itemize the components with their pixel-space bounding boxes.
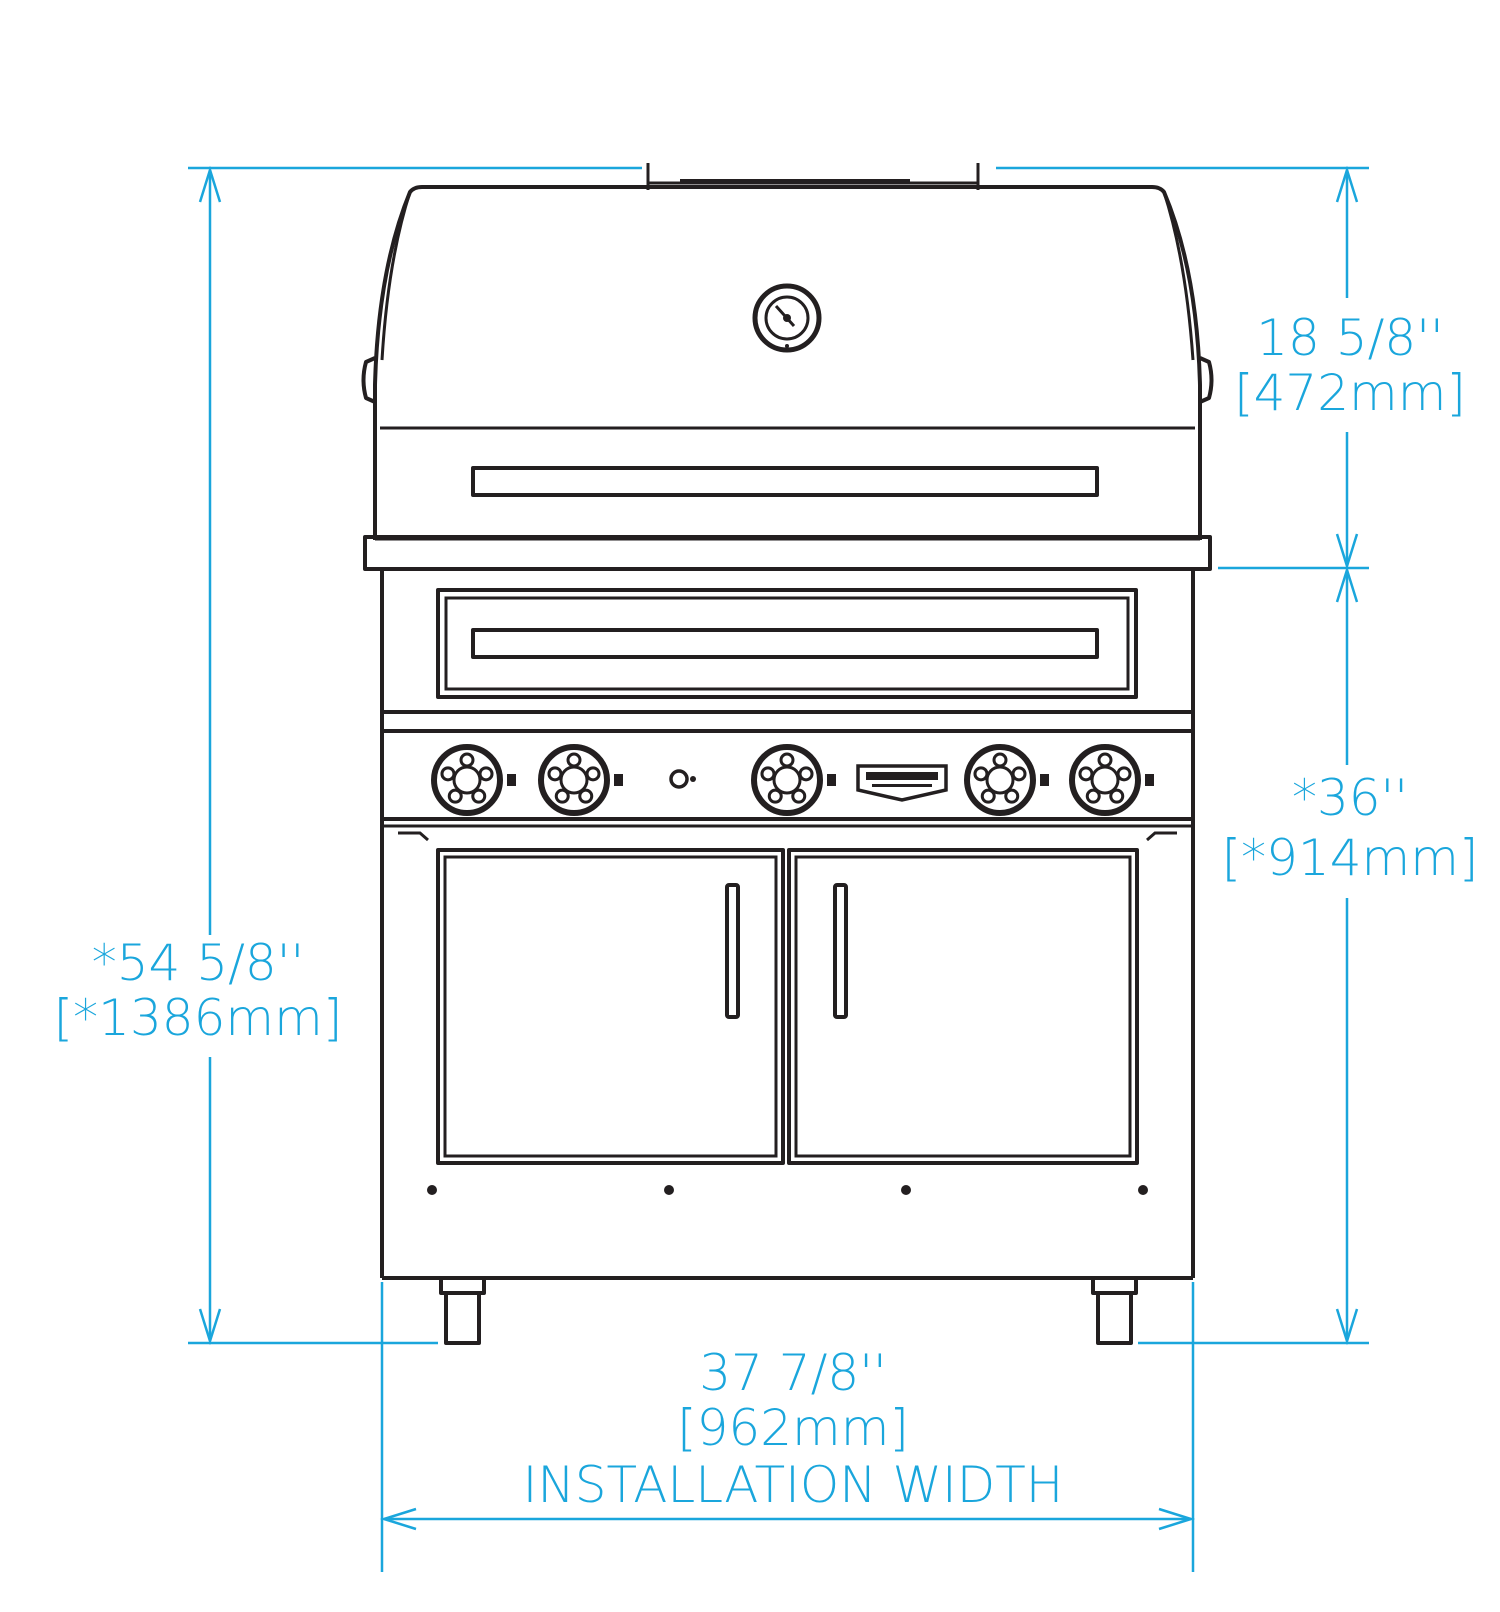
control-knobs [431, 744, 1154, 816]
knob-icon [964, 744, 1049, 816]
cabinet-doors [436, 848, 1139, 1165]
counter-ledge [363, 535, 1212, 571]
overall-height-dimension [198, 165, 222, 1346]
cabinet-door [436, 848, 785, 1165]
width-imperial: 37 7/8'' [699, 1344, 886, 1402]
hood-height-imperial: 18 5/8'' [1256, 309, 1443, 367]
drawer [436, 588, 1138, 699]
counter-height-dimension [1335, 565, 1359, 1346]
knob-icon [431, 744, 516, 816]
overall-height-metric: [*1386mm] [54, 989, 343, 1047]
ignition-icon [669, 769, 696, 789]
grill-drawing [361, 163, 1214, 1345]
knob-icon [751, 744, 836, 816]
door-handle [725, 883, 740, 1019]
control-panel [382, 710, 1193, 828]
width-label: INSTALLATION WIDTH [523, 1456, 1064, 1514]
dimension-lines [188, 165, 1369, 1572]
grill-cabinet [380, 569, 1195, 1280]
counter-height-metric: [*914mm] [1222, 829, 1479, 887]
cabinet-door [787, 848, 1139, 1165]
thermometer-icon [752, 283, 822, 353]
right-leg [1091, 1276, 1138, 1345]
cabinet-screws [427, 1185, 1148, 1195]
hood-handle [471, 466, 1099, 497]
right-hood-hinge [1199, 356, 1214, 404]
knob-icon [1069, 744, 1154, 816]
brand-logo [856, 764, 948, 802]
drawer-handle [471, 628, 1099, 659]
dimension-labels: *54 5/8'' [*1386mm] 18 5/8'' [472mm] *36… [54, 309, 1479, 1514]
grill-hood [361, 185, 1214, 540]
right-bracket [1146, 831, 1177, 842]
overall-height-imperial: *54 5/8'' [92, 934, 304, 992]
knob-icon [538, 744, 623, 816]
door-handle [833, 883, 848, 1019]
left-hood-hinge [361, 356, 376, 404]
hood-height-metric: [472mm] [1234, 364, 1466, 422]
left-leg [439, 1276, 486, 1345]
counter-height-imperial: *36'' [1292, 769, 1408, 827]
width-dimension [379, 1507, 1196, 1531]
width-metric: [962mm] [677, 1399, 909, 1457]
left-bracket [398, 831, 429, 842]
